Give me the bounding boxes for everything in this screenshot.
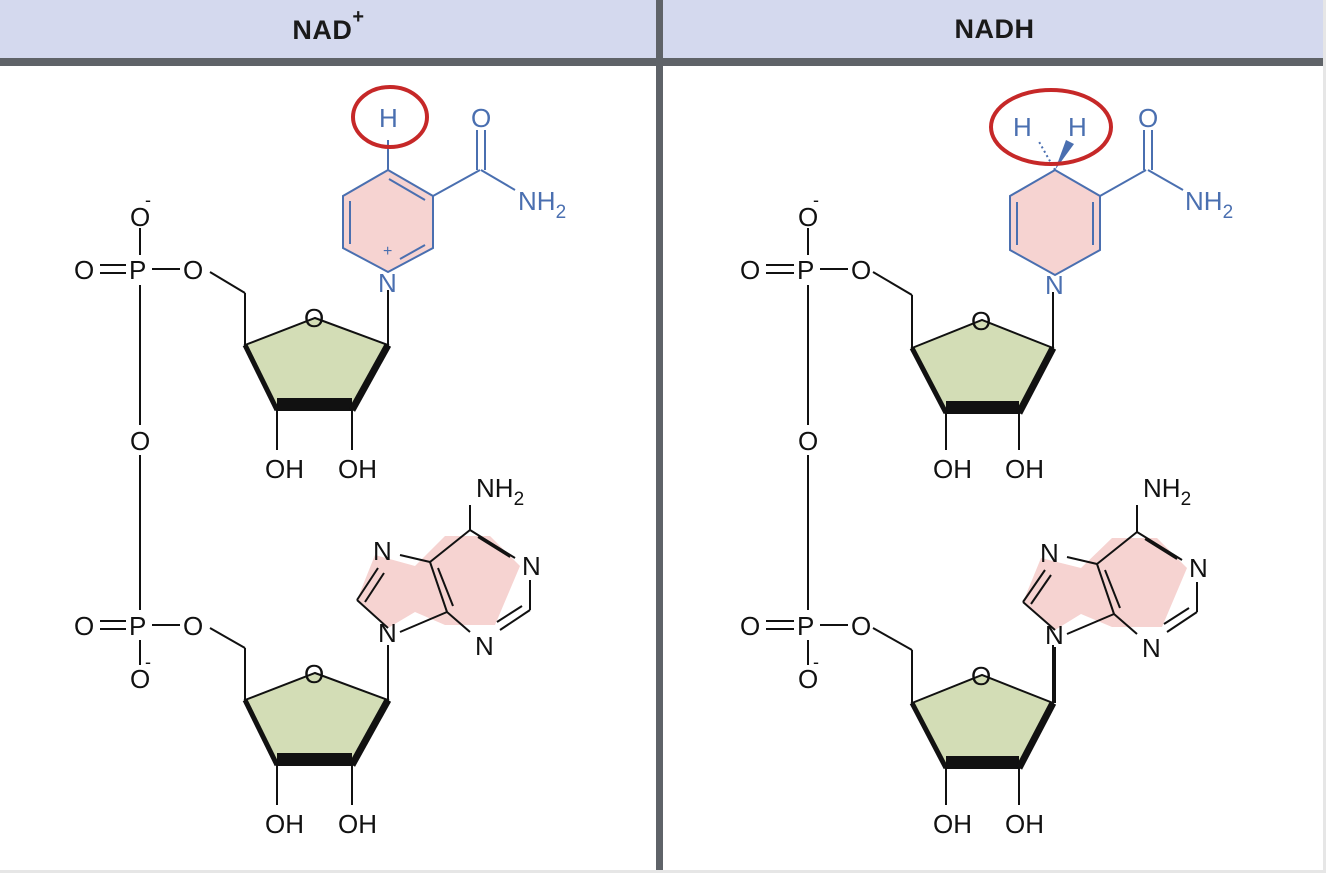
- label-nicotinamide-n: N: [1045, 270, 1064, 300]
- svg-text:-: -: [145, 652, 151, 672]
- label-o-double-top: O: [74, 255, 94, 285]
- panel-divider: [656, 0, 663, 873]
- label-o-double-top: O: [740, 255, 760, 285]
- label-adenine-n7: N: [1040, 538, 1059, 568]
- nadh-structure: O - O P O O O P O O - O OH OH O OH OH N …: [740, 88, 1233, 839]
- label-adenine-n1: N: [522, 551, 541, 581]
- label-amide-nh2: NH2: [518, 186, 566, 223]
- label-o-minus-top: O: [130, 202, 150, 232]
- highlight-circle-h2: [989, 88, 1113, 166]
- label-amide-o: O: [471, 103, 491, 133]
- label-oh-bottom-left: OH: [265, 809, 304, 839]
- label-oh-top-right: OH: [338, 454, 377, 484]
- label-bridge-o: O: [798, 426, 818, 456]
- label-p-bottom: P: [797, 611, 814, 641]
- label-nicotinamide-h-left: H: [1013, 112, 1032, 142]
- label-o-minus-bottom: O: [798, 664, 818, 694]
- label-adenine-nh2: NH2: [476, 473, 524, 510]
- label-p-top: P: [797, 255, 814, 285]
- nicotinamide-ring: [1009, 168, 1101, 277]
- label-adenine-n9: N: [1045, 620, 1064, 650]
- label-amide-o: O: [1138, 103, 1158, 133]
- title-superscript: +: [352, 6, 365, 28]
- adenine-ring: [1023, 538, 1187, 630]
- label-oh-bottom-right: OH: [1005, 809, 1044, 839]
- label-ribose-bottom-o: O: [304, 659, 324, 689]
- label-adenine-n7: N: [373, 536, 392, 566]
- label-nicotinamide-h: H: [379, 103, 398, 133]
- label-o-minus-bottom: O: [130, 664, 150, 694]
- label-oh-bottom-left: OH: [933, 809, 972, 839]
- label-adenine-n9: N: [378, 618, 397, 648]
- adenine-ring: [357, 536, 520, 628]
- label-o-minus-top: O: [798, 202, 818, 232]
- svg-text:-: -: [813, 190, 819, 210]
- label-o-double-bottom: O: [74, 611, 94, 641]
- svg-text:-: -: [813, 652, 819, 672]
- label-p-top: P: [129, 255, 146, 285]
- label-oh-top-left: OH: [265, 454, 304, 484]
- label-nicotinamide-h-right: H: [1068, 112, 1087, 142]
- label-adenine-n3: N: [475, 631, 494, 661]
- highlight-circle-h: [351, 85, 429, 149]
- label-bridge-o: O: [130, 426, 150, 456]
- panel-header-nad-plus: NAD+: [0, 0, 657, 66]
- label-o-link-bottom: O: [183, 611, 203, 641]
- label-nicotinamide-n: N: [378, 268, 397, 298]
- label-ribose-top-o: O: [971, 306, 991, 336]
- panel-header-nadh: NADH: [663, 0, 1326, 66]
- label-nicotinamide-plus: +: [383, 243, 392, 260]
- ribose-wedge-top: [277, 398, 352, 410]
- panel-title-nadh: NADH: [954, 13, 1035, 44]
- label-ribose-top-o: O: [304, 303, 324, 333]
- panel-title-nad-plus: NAD+: [292, 6, 365, 45]
- label-adenine-n1: N: [1189, 553, 1208, 583]
- label-ribose-bottom-o: O: [971, 661, 991, 691]
- label-oh-top-right: OH: [1005, 454, 1044, 484]
- label-o-link-top: O: [851, 255, 871, 285]
- svg-text:-: -: [145, 190, 151, 210]
- label-oh-bottom-right: OH: [338, 809, 377, 839]
- label-o-link-top: O: [183, 255, 203, 285]
- label-p-bottom: P: [129, 611, 146, 641]
- label-o-double-bottom: O: [740, 611, 760, 641]
- label-adenine-n3: N: [1142, 633, 1161, 663]
- label-amide-nh2: NH2: [1185, 186, 1233, 223]
- label-adenine-nh2: NH2: [1143, 473, 1191, 510]
- label-o-link-bottom: O: [851, 611, 871, 641]
- label-oh-top-left: OH: [933, 454, 972, 484]
- nad-plus-structure: O - O P O O O P O O - O OH OH O OH OH N …: [74, 85, 566, 839]
